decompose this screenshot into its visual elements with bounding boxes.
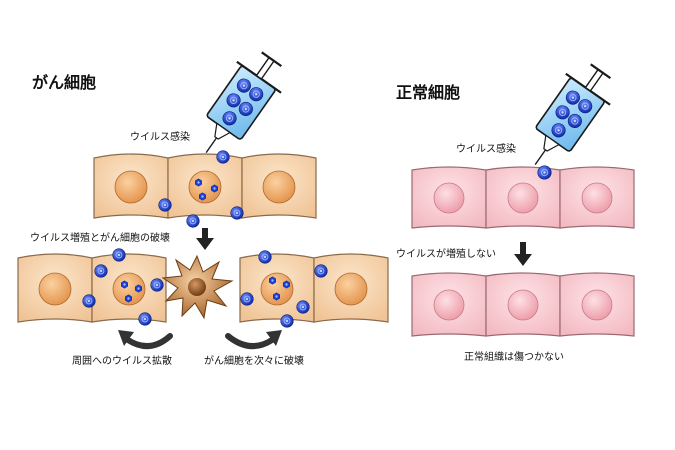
virus-particle — [240, 292, 254, 306]
cancer-replication-label: ウイルス増殖とがん細胞の破壊 — [30, 231, 170, 244]
syringe-icon — [205, 51, 283, 153]
cancer-nucleus — [260, 272, 294, 306]
virus-particle — [198, 192, 207, 201]
cancer-panel: がん細胞 ウイルス感染 — [17, 51, 389, 367]
down-arrow-icon — [196, 228, 214, 250]
cancer-cell-row-bottom — [17, 248, 389, 328]
virus-particle — [296, 300, 310, 314]
virus-particle — [280, 314, 294, 328]
virus-particle — [186, 214, 200, 228]
normal-nucleus — [581, 182, 613, 214]
cancer-nucleus — [188, 170, 222, 204]
cancer-heading: がん細胞 — [32, 73, 96, 92]
normal-nucleus — [433, 289, 465, 321]
normal-nucleus — [581, 289, 613, 321]
virus-particle — [120, 280, 129, 289]
normal-cell-row-top — [411, 165, 635, 229]
syringe-icon — [534, 63, 612, 165]
normal-heading: 正常細胞 — [396, 83, 460, 102]
normal-no-replication-label: ウイルスが増殖しない — [396, 247, 496, 260]
cancer-cell-row-top — [93, 150, 317, 228]
virus-particle — [134, 284, 143, 293]
normal-nucleus — [507, 289, 539, 321]
cancer-nucleus — [262, 170, 296, 204]
virus-particle — [210, 184, 219, 193]
virus-particle — [314, 264, 328, 278]
virus-particle — [112, 248, 126, 262]
virus-particle — [230, 206, 244, 220]
cancer-nucleus — [112, 272, 146, 306]
normal-unharmed-label: 正常組織は傷つかない — [464, 350, 564, 363]
cancer-nucleus — [38, 272, 72, 306]
cancer-nucleus — [334, 272, 368, 306]
virus-particle — [272, 292, 281, 301]
normal-infection-label: ウイルス感染 — [456, 142, 516, 155]
virus-particle — [158, 198, 172, 212]
virus-particle — [138, 312, 152, 326]
spread-label: 周囲へのウイルス拡散 — [72, 354, 172, 367]
normal-nucleus — [507, 182, 539, 214]
cancer-infection-label: ウイルス感染 — [130, 130, 190, 143]
burst-core — [188, 278, 206, 296]
virus-particle — [258, 250, 272, 264]
virus-particle — [282, 280, 291, 289]
cancer-nucleus — [114, 170, 148, 204]
down-arrow-icon — [514, 242, 532, 266]
virus-particle — [82, 294, 96, 308]
virus-particle — [124, 294, 133, 303]
normal-panel: 正常細胞 ウイルス感染 — [396, 63, 635, 363]
virus-particle — [268, 276, 277, 285]
normal-cell-row-bottom — [411, 272, 635, 337]
normal-nucleus — [433, 182, 465, 214]
destroy-arrow-icon — [225, 330, 282, 349]
virus-particle — [194, 178, 203, 187]
virus-particle — [94, 264, 108, 278]
virus-particle — [216, 150, 230, 164]
spread-arrow-icon — [118, 330, 173, 349]
destroy-label: がん細胞を次々に破壊 — [204, 354, 304, 367]
virus-particle — [537, 165, 552, 180]
virus-particle — [150, 278, 164, 292]
